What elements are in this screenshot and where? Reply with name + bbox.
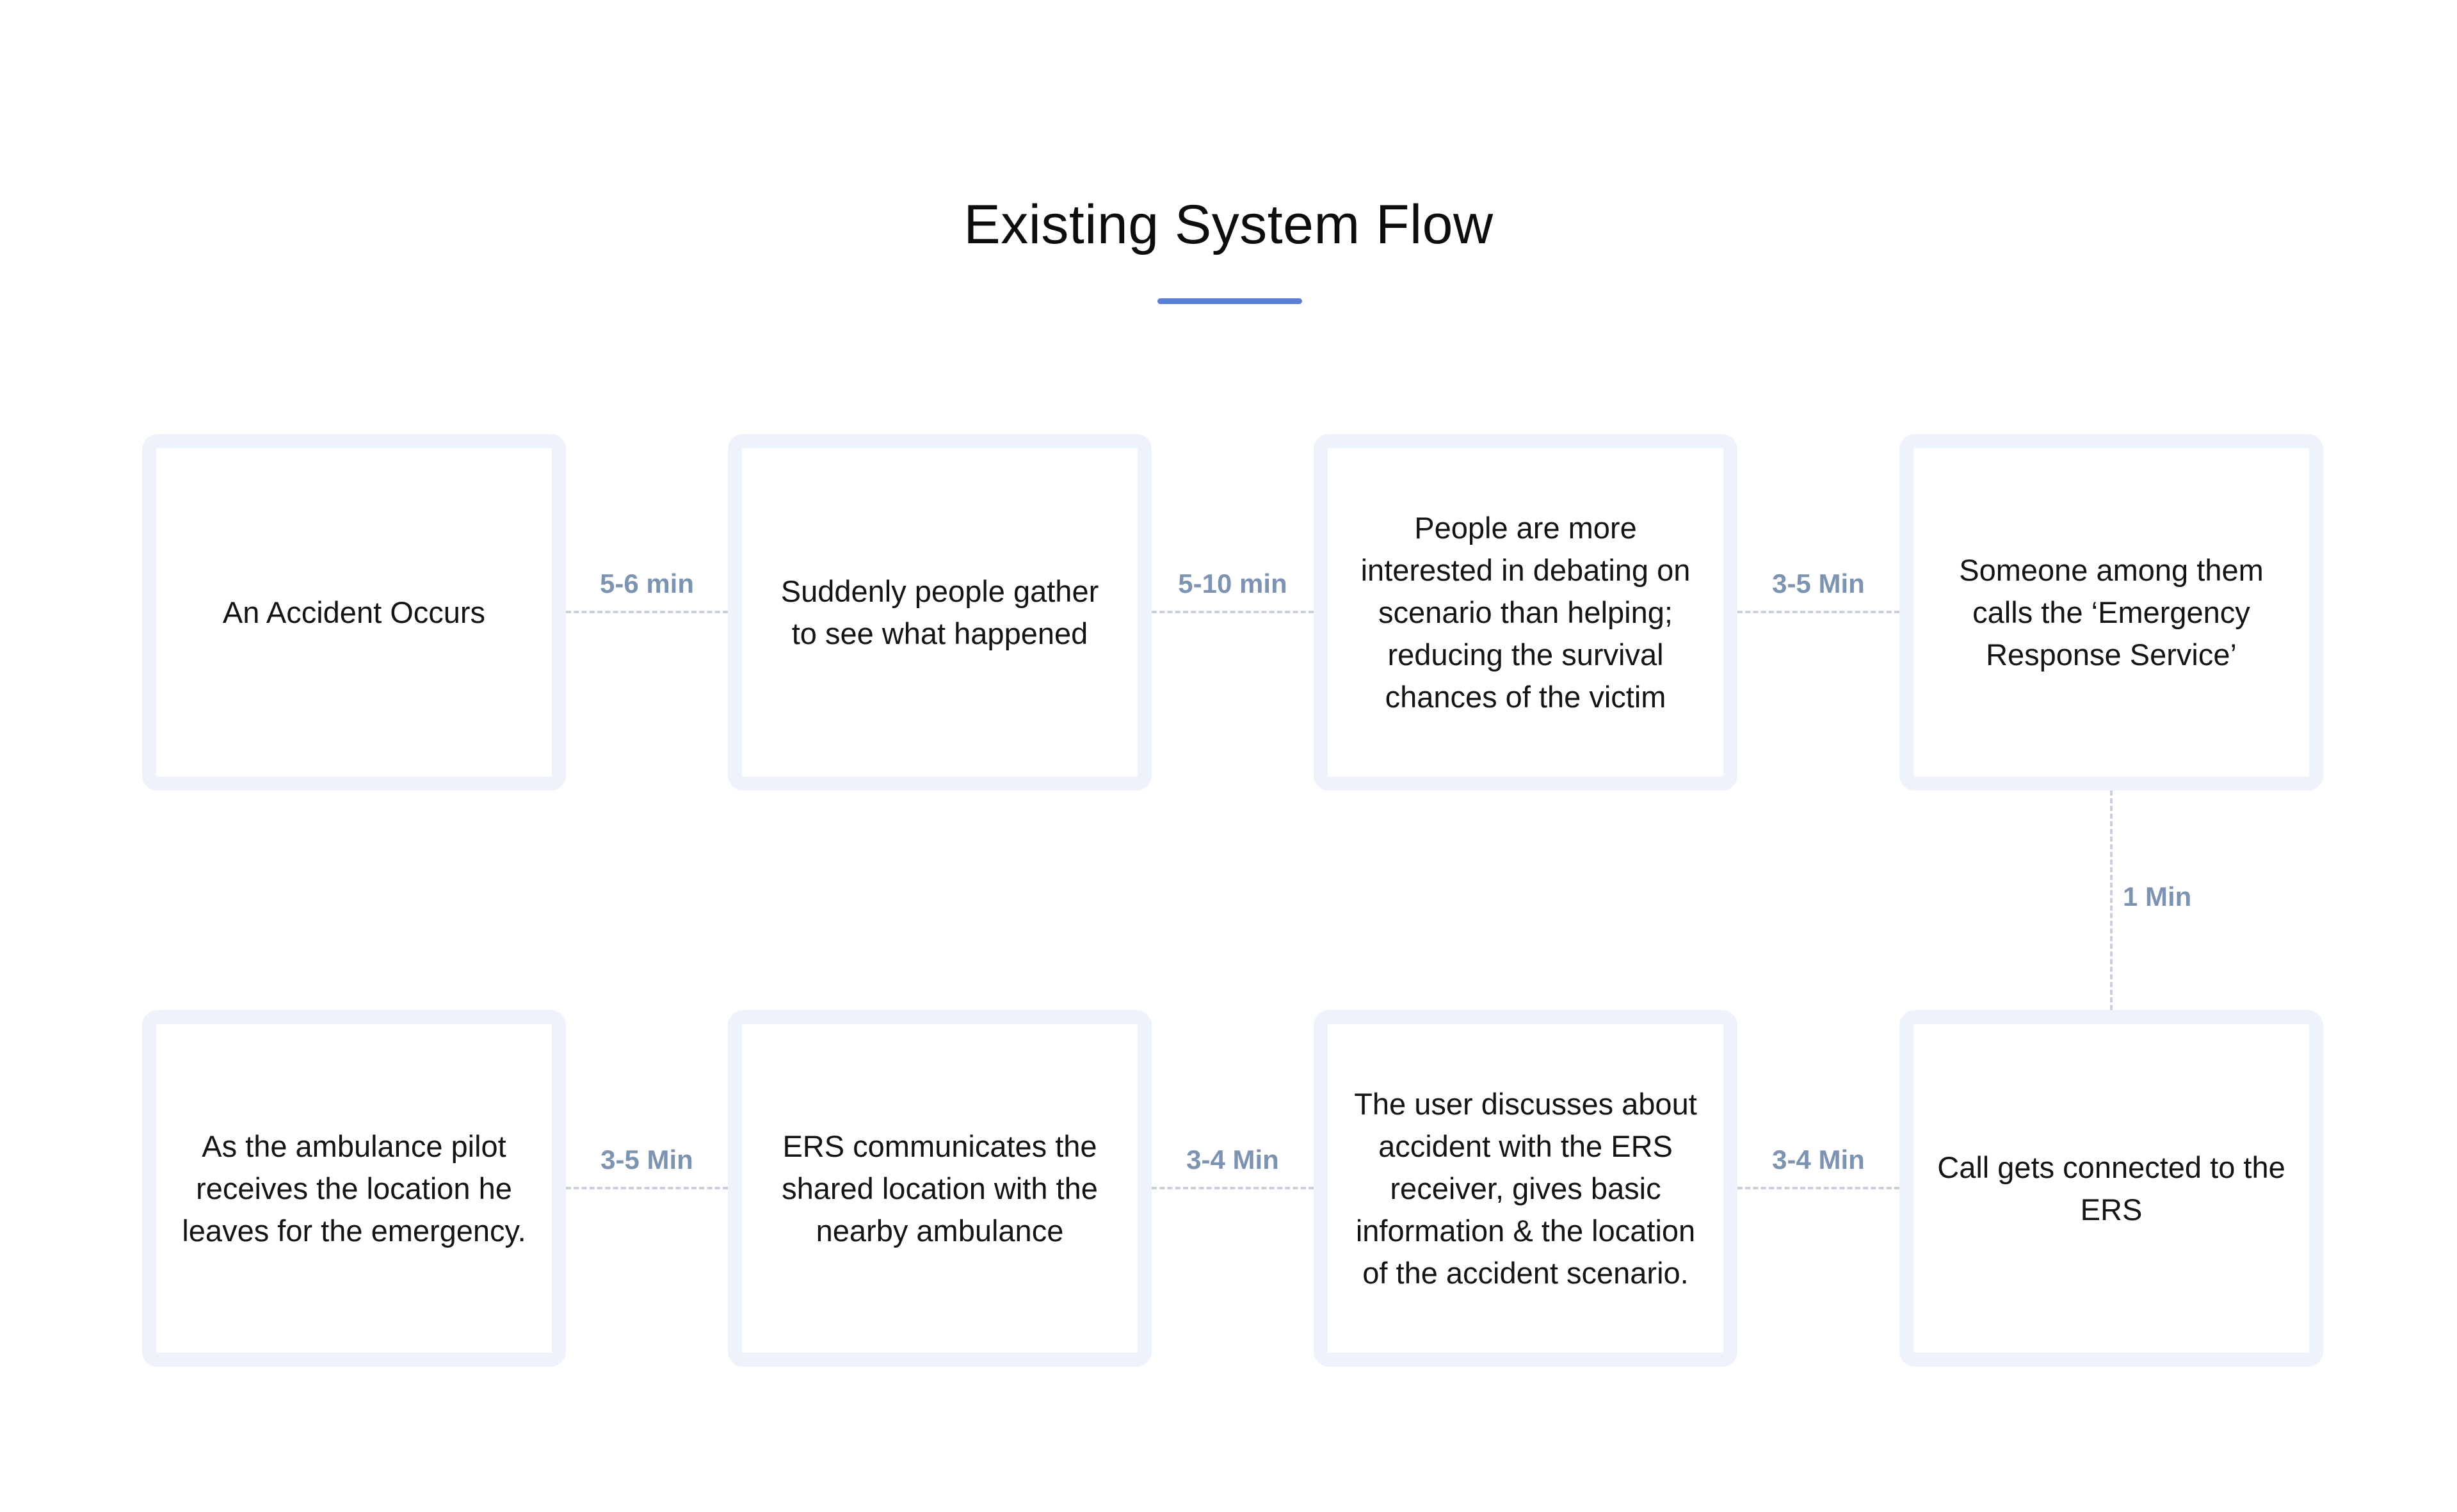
connector-label-4: 1 Min [2123,881,2192,912]
connector-line-4 [2110,791,2113,1010]
step-text: The user discusses about accident with t… [1354,1086,1697,1290]
connector-line-3 [1737,611,1899,613]
step-text: As the ambulance pilot receives the loca… [182,1129,526,1248]
connector-line-5 [1737,1187,1899,1189]
step-text: Suddenly people gather to see what happe… [780,574,1099,650]
step-box-8: As the ambulance pilot receives the loca… [142,1010,566,1367]
connector-label-2: 5-10 min [1178,568,1287,599]
title-underline [1157,298,1302,304]
connector-label-3: 3-5 Min [1772,568,1865,599]
step-box-4: Someone among them calls the ‘Emergency … [1899,434,2323,791]
connector-label-6: 3-4 Min [1186,1145,1279,1175]
step-text: Someone among them calls the ‘Emergency … [1959,552,2264,672]
step-text: People are more interested in debating o… [1360,510,1691,714]
page-title: Existing System Flow [963,194,1494,255]
step-box-2: Suddenly people gather to see what happe… [728,434,1152,791]
connector-line-7 [566,1187,728,1189]
step-box-5: Call gets connected to the ERS [1899,1010,2323,1367]
step-box-6: The user discusses about accident with t… [1314,1010,1737,1367]
connector-label-7: 3-5 Min [600,1145,693,1175]
step-text: Call gets connected to the ERS [1937,1150,2285,1226]
step-text: ERS communicates the shared location wit… [782,1129,1098,1248]
step-text: An Accident Occurs [222,595,486,629]
step-box-3: People are more interested in debating o… [1314,434,1737,791]
step-box-1: An Accident Occurs [142,434,566,791]
connector-line-6 [1152,1187,1314,1189]
connector-label-5: 3-4 Min [1772,1145,1865,1175]
step-box-7: ERS communicates the shared location wit… [728,1010,1152,1367]
connector-line-2 [1152,611,1314,613]
connector-line-1 [566,611,728,613]
connector-label-1: 5-6 min [599,568,695,599]
